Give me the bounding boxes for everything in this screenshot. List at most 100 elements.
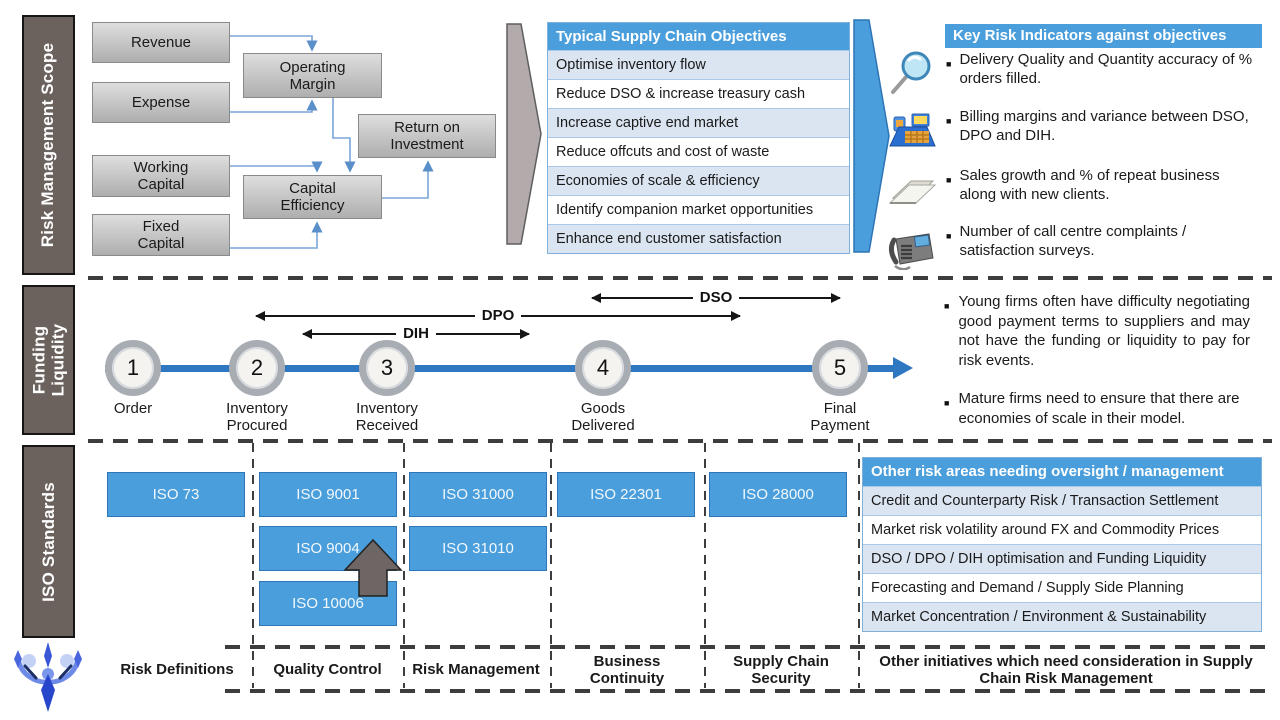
kri-item-text: Delivery Quality and Quantity accuracy o… [959, 51, 1253, 87]
objective-row: Reduce offcuts and cost of waste [548, 137, 849, 166]
other-risk-row: Forecasting and Demand / Supply Side Pla… [863, 573, 1261, 602]
timeline-axis [105, 365, 895, 372]
timeline-stage-2-label: Inventory Procured [226, 400, 288, 434]
funding-note: Young firms often have difficulty negoti… [944, 292, 1250, 370]
iso-box-9001: ISO 9001 [259, 472, 397, 517]
flow-box-return-on-investment-label: Return on Investment [390, 119, 464, 153]
range-arrow-dpo: DPO [255, 307, 741, 324]
other-risks-table: Other risk areas needing oversight / man… [862, 457, 1262, 632]
flow-box-return-on-investment: Return on Investment [358, 114, 496, 158]
divider-funding-iso [88, 439, 1272, 443]
range-arrow-dih: DIH [301, 325, 531, 342]
funding-note-text: Mature firms need to ensure that there a… [958, 390, 1240, 427]
other-risk-row: Market Concentration / Environment & Sus… [863, 602, 1261, 631]
kri-item: Billing margins and variance between DSO… [886, 107, 1259, 155]
timeline-stage-3: 3 [359, 340, 415, 396]
column-divider-4 [704, 443, 706, 688]
banner-funding-liquidity: Funding Liquidity [22, 285, 75, 435]
range-arrow-dso-label: DSO [699, 289, 733, 306]
bullet-square-icon [944, 393, 949, 428]
flow-box-working-capital-label: Working Capital [133, 159, 189, 193]
timeline-stage-4-number: 4 [596, 355, 610, 380]
connector-expense-to-operating-margin [230, 99, 318, 113]
range-arrow-dpo-label: DPO [481, 307, 515, 324]
objective-row: Enhance end customer satisfaction [548, 224, 849, 253]
objective-row: Reduce DSO & increase treasury cash [548, 79, 849, 108]
other-risk-row: Market risk volatility around FX and Com… [863, 515, 1261, 544]
flow-box-expense: Expense [92, 82, 230, 123]
banner-risk-management-scope-label: Risk Management Scope [38, 42, 58, 248]
column-divider-1 [252, 443, 254, 688]
flow-box-operating-margin: Operating Margin [243, 53, 382, 98]
timeline-stage-5-number: 5 [833, 355, 847, 380]
kri-item-text: Number of call centre complaints / satis… [959, 223, 1187, 259]
telephone-icon [888, 233, 934, 270]
connector-working-capital-to-capital-efficiency [230, 161, 323, 173]
banner-funding-liquidity-label: Funding Liquidity [29, 323, 68, 397]
dso-arrow-line-left [591, 292, 693, 303]
flow-box-revenue: Revenue [92, 22, 230, 63]
funding-note-text: Young firms often have difficulty negoti… [958, 293, 1250, 369]
bullet-square-icon [944, 296, 949, 370]
fleur-de-lis-logo [14, 642, 82, 712]
range-arrow-dso: DSO [591, 289, 841, 306]
iso-box-31000-label: ISO 31000 [442, 486, 514, 503]
footer-label-business-continuity: Business Continuity [589, 653, 665, 687]
bullet-square-icon [946, 111, 951, 129]
other-risk-row: Credit and Counterparty Risk / Transacti… [863, 486, 1261, 515]
kri-item: Delivery Quality and Quantity accuracy o… [886, 50, 1259, 98]
connector-operating-margin-to-capital-efficiency [332, 98, 356, 173]
kri-item: Sales growth and % of repeat business al… [886, 166, 1259, 214]
flow-box-operating-margin-label: Operating Margin [279, 58, 346, 93]
flow-box-fixed-capital: Fixed Capital [92, 214, 230, 256]
billing-machine-icon [889, 113, 936, 147]
magnifier-icon [891, 51, 931, 94]
objective-row: Increase captive end market [548, 108, 849, 137]
bullet-square-icon [946, 170, 951, 188]
kri-panel-title: Key Risk Indicators against objectives [945, 24, 1262, 48]
objective-row: Optimise inventory flow [548, 50, 849, 79]
timeline-stage-4-label: Goods Delivered [571, 400, 635, 434]
bullet-square-icon [946, 54, 951, 72]
column-divider-5 [858, 443, 860, 688]
banner-risk-management-scope: Risk Management Scope [22, 15, 75, 275]
objectives-table-title: Typical Supply Chain Objectives [548, 23, 849, 50]
flow-box-capital-efficiency-label: Capital Efficiency [280, 180, 345, 214]
footer-label-other-initiatives: Other initiatives which need considerati… [879, 653, 1253, 687]
iso-box-22301: ISO 22301 [557, 472, 695, 517]
blue-chevron-icon [853, 19, 890, 253]
gray-chevron-icon [506, 23, 542, 245]
timeline-stage-2: 2 [229, 340, 285, 396]
flow-box-fixed-capital-label: Fixed Capital [137, 218, 185, 252]
timeline-stage-4: 4 [575, 340, 631, 396]
flow-box-working-capital: Working Capital [92, 155, 230, 197]
folder-icon [888, 180, 937, 204]
objective-row: Identify companion market opportunities [548, 195, 849, 224]
divider-scope-funding [88, 276, 1272, 280]
timeline-stage-2-number: 2 [250, 355, 264, 380]
range-arrow-dih-label: DIH [403, 325, 429, 342]
flow-box-revenue-label: Revenue [130, 34, 192, 51]
timeline-stage-3-label: Inventory Received [355, 400, 419, 434]
timeline-stage-5: 5 [812, 340, 868, 396]
timeline-stage-5-label: Final Payment [810, 400, 870, 434]
iso-box-31000: ISO 31000 [409, 472, 547, 517]
objective-row: Economies of scale & efficiency [548, 166, 849, 195]
dih-arrow-line-right [435, 328, 531, 339]
flow-box-expense-label: Expense [131, 94, 191, 111]
kri-item-text: Billing margins and variance between DSO… [959, 108, 1249, 144]
divider-footer-bottom [225, 689, 1271, 693]
other-risks-table-title: Other risk areas needing oversight / man… [863, 458, 1261, 486]
iso-box-31010: ISO 31010 [409, 526, 547, 571]
iso-box-10006: ISO 10006 [259, 581, 397, 626]
connector-capital-efficiency-to-roi [382, 160, 434, 199]
iso-box-73: ISO 73 [107, 472, 245, 517]
timeline-stage-1-label: Order [113, 400, 153, 417]
iso-box-73-label: ISO 73 [152, 486, 200, 503]
iso-box-31010-label: ISO 31010 [442, 540, 514, 557]
flow-box-capital-efficiency: Capital Efficiency [243, 175, 382, 219]
iso-box-9004: ISO 9004 [259, 526, 397, 571]
timeline-stage-1-number: 1 [126, 355, 140, 380]
footer-label-supply-chain-security: Supply Chain Security [733, 653, 829, 687]
